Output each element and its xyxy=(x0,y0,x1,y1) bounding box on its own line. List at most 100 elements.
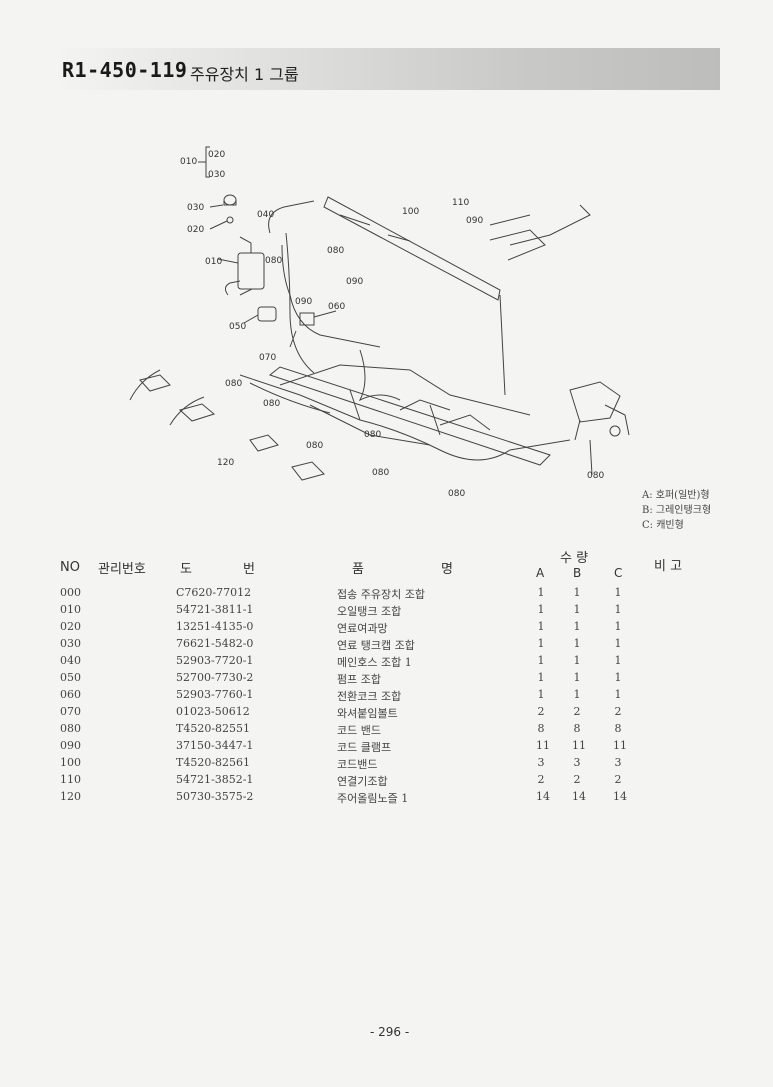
row-qty-a: 1 xyxy=(537,671,545,684)
group-code: R1-450-119 xyxy=(62,58,188,82)
row-qty-c: 1 xyxy=(614,637,622,650)
row-qty-c: 1 xyxy=(614,586,622,599)
row-no: 120 xyxy=(60,790,81,803)
row-qty-b: 1 xyxy=(573,603,581,616)
callout-070: 070 xyxy=(259,353,277,363)
callout-030-kit: 030 xyxy=(208,170,226,180)
legend-item-a: A: 호퍼(일반)형 xyxy=(642,490,710,501)
variant-legend: A: 호퍼(일반)형 B: 그레인탱크형 C: 캐빈형 xyxy=(642,488,711,533)
row-qty-c: 1 xyxy=(614,620,622,633)
row-part-number: 50730-3575-2 xyxy=(176,790,254,803)
row-qty-b: 14 xyxy=(572,790,586,803)
row-part-number: 52700-7730-2 xyxy=(176,671,254,684)
row-qty-c: 1 xyxy=(614,688,622,701)
row-qty-b: 11 xyxy=(572,739,586,752)
row-part-number: T4520-82561 xyxy=(176,756,251,769)
row-qty-c: 2 xyxy=(614,773,622,786)
row-qty-a: 14 xyxy=(536,790,550,803)
row-part-name: 코드 클램프 xyxy=(337,741,392,754)
row-qty-b: 8 xyxy=(573,722,581,735)
row-part-number: 01023-50612 xyxy=(176,705,250,718)
callout-030: 030 xyxy=(187,203,205,213)
row-qty-b: 3 xyxy=(573,756,581,769)
row-qty-c: 11 xyxy=(613,739,627,752)
row-part-name: 연결기조합 xyxy=(337,775,388,788)
row-part-name: 코드밴드 xyxy=(337,758,378,771)
row-part-name: 펌프 조합 xyxy=(337,673,381,686)
row-qty-b: 1 xyxy=(573,671,581,684)
row-part-number: T4520-82551 xyxy=(176,722,251,735)
callout-010-kit: 010 xyxy=(180,157,198,167)
row-qty-a: 1 xyxy=(537,688,545,701)
header-drawing-2: 번 xyxy=(243,562,255,577)
row-no: 060 xyxy=(60,688,81,701)
header-name-2: 명 xyxy=(441,562,453,577)
row-part-number: 76621-5482-0 xyxy=(176,637,254,650)
table-row: 090 37150-3447-1 코드 클램프 11 11 11 xyxy=(0,739,773,756)
header-no: NO xyxy=(60,560,80,575)
parts-diagram xyxy=(129,146,630,481)
row-qty-a: 11 xyxy=(536,739,550,752)
page-number: - 296 - xyxy=(370,1025,410,1039)
row-qty-b: 2 xyxy=(573,705,581,718)
header-qty: 수 량 xyxy=(560,551,589,566)
table-row: 010 54721-3811-1 오일탱크 조합 1 1 1 xyxy=(0,603,773,620)
row-part-number: 52903-7720-1 xyxy=(176,654,254,667)
row-part-name: 접송 주유장치 조합 xyxy=(337,588,425,601)
row-no: 030 xyxy=(60,637,81,650)
row-no: 000 xyxy=(60,586,81,599)
callout-060: 060 xyxy=(328,302,346,312)
table-row: 100 T4520-82561 코드밴드 3 3 3 xyxy=(0,756,773,773)
row-qty-a: 2 xyxy=(537,705,545,718)
callout-100: 100 xyxy=(402,207,420,217)
table-row: 000 C7620-77012 접송 주유장치 조합 1 1 1 xyxy=(0,586,773,603)
row-qty-c: 8 xyxy=(614,722,622,735)
row-qty-a: 1 xyxy=(537,586,545,599)
row-no: 020 xyxy=(60,620,81,633)
row-part-name: 주어올림노즐 1 xyxy=(337,792,409,805)
row-no: 070 xyxy=(60,705,81,718)
header-name-1: 품 xyxy=(352,562,364,577)
legend-item-c: C: 캐빈형 xyxy=(642,520,684,531)
table-row: 070 01023-50612 와셔붙임볼트 2 2 2 xyxy=(0,705,773,722)
row-part-name: 코드 밴드 xyxy=(337,724,381,737)
legend-item-b: B: 그레인탱크형 xyxy=(642,505,712,516)
callout-080-center: 080 xyxy=(364,430,382,440)
callout-080-left-1: 080 xyxy=(225,379,243,389)
row-qty-b: 1 xyxy=(573,654,581,667)
table-row: 080 T4520-82551 코드 밴드 8 8 8 xyxy=(0,722,773,739)
callout-080-bottom: 080 xyxy=(448,489,466,499)
row-part-name: 전환코크 조합 xyxy=(337,690,402,703)
row-part-number: 52903-7760-1 xyxy=(176,688,254,701)
callout-080-lower: 080 xyxy=(372,468,390,478)
callout-080-tank: 080 xyxy=(265,256,283,266)
row-no: 080 xyxy=(60,722,81,735)
callout-020: 020 xyxy=(187,225,205,235)
row-part-name: 메인호스 조합 1 xyxy=(337,656,412,669)
callout-020-kit: 020 xyxy=(208,150,226,160)
row-qty-a: 1 xyxy=(537,654,545,667)
row-part-number: 37150-3447-1 xyxy=(176,739,254,752)
callout-080-frame: 080 xyxy=(327,246,345,256)
row-part-name: 연료여과망 xyxy=(337,622,388,635)
group-name: 주유장치 1 그룹 xyxy=(190,65,299,84)
header-remarks: 비 고 xyxy=(654,559,683,574)
row-qty-a: 3 xyxy=(537,756,545,769)
table-row: 030 76621-5482-0 연료 탱크캡 조합 1 1 1 xyxy=(0,637,773,654)
row-no: 010 xyxy=(60,603,81,616)
table-row: 120 50730-3575-2 주어올림노즐 1 14 14 14 xyxy=(0,790,773,807)
callout-090-pump: 090 xyxy=(295,297,313,307)
row-qty-a: 1 xyxy=(537,637,545,650)
header-banner xyxy=(52,48,720,90)
callout-090-frame: 090 xyxy=(346,277,364,287)
row-qty-c: 3 xyxy=(614,756,622,769)
table-row: 050 52700-7730-2 펌프 조합 1 1 1 xyxy=(0,671,773,688)
row-part-name: 와셔붙임볼트 xyxy=(337,707,398,720)
row-part-number: 54721-3811-1 xyxy=(176,603,254,616)
header-mgmt-no: 관리번호 xyxy=(98,562,146,577)
table-row: 110 54721-3852-1 연결기조합 2 2 2 xyxy=(0,773,773,790)
callout-010: 010 xyxy=(205,257,223,267)
row-qty-a: 1 xyxy=(537,620,545,633)
callout-080-left-2: 080 xyxy=(263,399,281,409)
